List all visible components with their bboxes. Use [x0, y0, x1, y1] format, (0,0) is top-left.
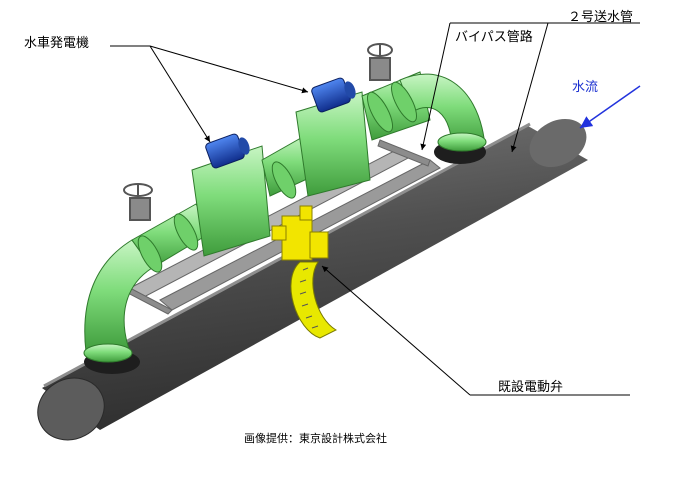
label-valve: 既設電動弁 — [498, 380, 564, 395]
generator-motor-1 — [205, 133, 250, 169]
label-flow: 水流 — [572, 80, 599, 95]
flow-arrow — [579, 85, 641, 129]
label-bypass: バイパス管路 — [455, 30, 533, 45]
bypass-pipe — [83, 71, 487, 363]
image-credit: 画像提供：東京設計株式会社 — [244, 432, 387, 445]
label-pipe-no2: ２号送水管 — [568, 10, 634, 25]
generator-motor-2 — [311, 77, 356, 113]
bypass-flanges — [137, 81, 418, 273]
leader-lines — [110, 22, 640, 396]
existing-electric-valve — [271, 205, 329, 261]
valve-handwheel-left — [123, 183, 153, 221]
label-generator: 水車発電機 — [24, 36, 90, 51]
pipe-collar — [290, 261, 338, 339]
valve-handwheel-right — [367, 43, 393, 81]
